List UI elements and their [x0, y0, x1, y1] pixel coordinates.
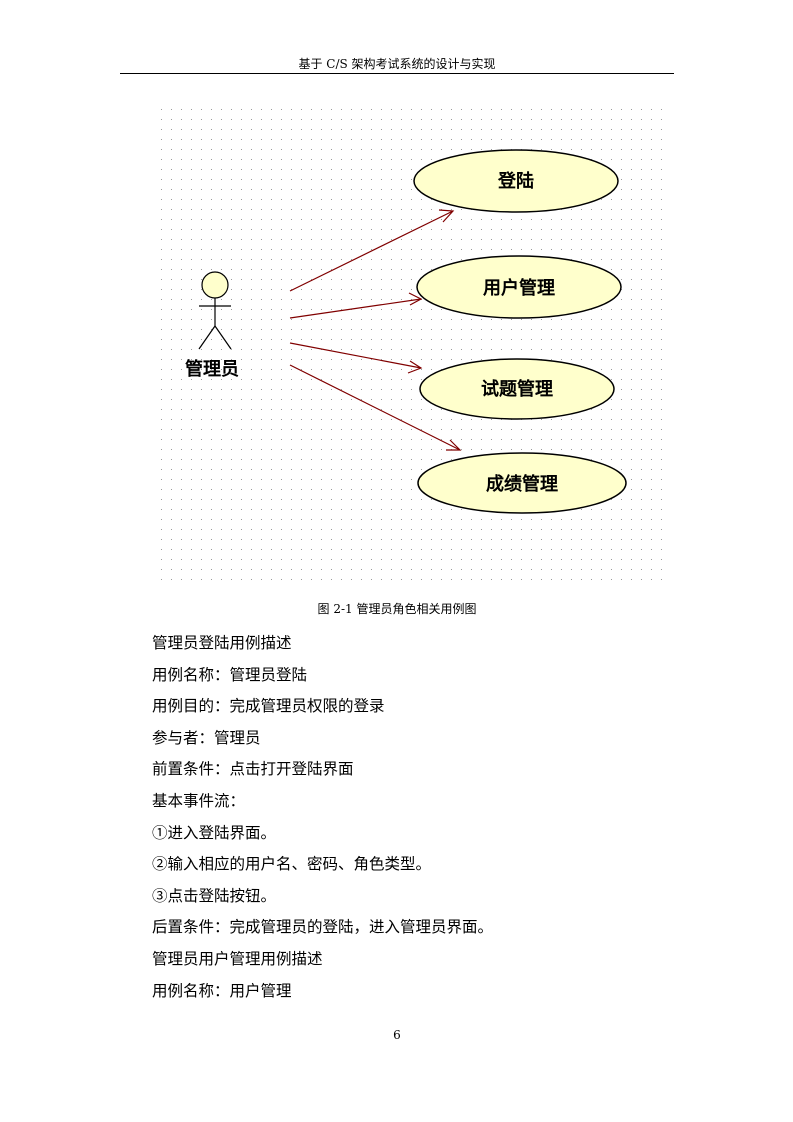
list-item: ②输入相应的用户名、密码、角色类型。	[152, 855, 432, 874]
body-text: 管理员登陆用例描述 用例名称：管理员登陆 用例目的：完成管理员权限的登录 参与者…	[152, 632, 692, 1011]
use-case-user-management: 用户管理	[416, 255, 622, 319]
arrowhead-login	[438, 209, 455, 223]
association-arrows	[289, 209, 462, 451]
paragraph-line: 用例名称：管理员登陆	[152, 665, 308, 684]
arrowhead-user-mgmt	[408, 292, 423, 306]
actor-label: 管理员	[185, 358, 239, 380]
figure-caption: 图 2-1 管理员角色相关用例图	[317, 602, 477, 616]
arrowhead-score-mgmt	[446, 439, 462, 451]
list-item: ①进入登陆界面。	[152, 823, 277, 842]
arrow-to-question-mgmt	[289, 342, 422, 369]
section-heading-login: 管理员登陆用例描述	[152, 634, 292, 652]
paragraph-line: 基本事件流：	[152, 791, 246, 810]
actor-stick-figure-icon	[198, 271, 232, 350]
list-item: ③点击登陆按钮。	[152, 886, 277, 905]
paragraph-line: 用例目的：完成管理员权限的登录	[152, 697, 385, 716]
paragraph-line: 前置条件：点击打开登陆界面	[152, 760, 354, 779]
header-rule	[120, 73, 674, 74]
arrow-to-score-mgmt	[289, 364, 461, 451]
use-case-diagram: 管理员 登陆 用户管理 试题管理 成绩管理	[157, 105, 669, 580]
use-case-score-management: 成绩管理	[417, 452, 627, 514]
paragraph-line: 参与者：管理员	[152, 728, 261, 747]
paragraph-line: 用例名称：用户管理	[152, 981, 292, 1000]
use-case-label-login: 登陆	[497, 170, 534, 192]
running-header: 基于 C/S 架构考试系统的设计与实现	[298, 57, 496, 71]
use-case-label-score-management: 成绩管理	[486, 473, 558, 495]
use-case-label-question-management: 试题管理	[481, 378, 553, 400]
paragraph-line: 后置条件：完成管理员的登陆，进入管理员界面。	[152, 918, 494, 937]
use-case-login: 登陆	[413, 149, 619, 213]
use-case-question-management: 试题管理	[419, 358, 615, 420]
section-heading-user-management: 管理员用户管理用例描述	[152, 949, 323, 968]
use-case-label-user-management: 用户管理	[483, 277, 555, 299]
arrowhead-question-mgmt	[407, 360, 423, 374]
arrow-to-user-mgmt	[289, 298, 422, 319]
page-number: 6	[393, 1028, 401, 1042]
arrow-to-login	[289, 210, 454, 292]
